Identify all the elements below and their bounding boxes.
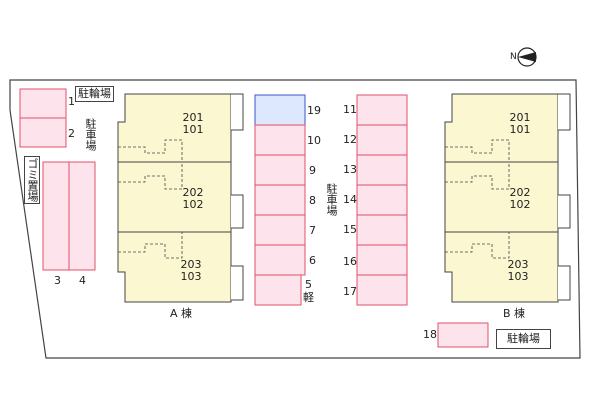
- space-label-16: 16: [343, 255, 357, 268]
- room-b-201: 201: [509, 111, 531, 124]
- space-label-13: 13: [343, 163, 357, 176]
- space-label-9: 9: [309, 164, 316, 177]
- room-a-203: 203: [180, 258, 202, 271]
- space-label-8: 8: [309, 194, 316, 207]
- room-b-103: 103: [507, 270, 529, 283]
- parking-space-17: [356, 274, 408, 306]
- parking-space-4: [68, 161, 96, 271]
- parking-space-12: [356, 124, 408, 156]
- bicycle-parking-label-right: 駐輪場: [496, 329, 551, 349]
- building-a: [117, 93, 244, 303]
- parking-space-8: [254, 184, 306, 216]
- car-parking-label-left: 駐車場: [84, 118, 97, 151]
- room-b-101: 101: [509, 123, 531, 136]
- parking-space-13: [356, 154, 408, 186]
- parking-space-5: [254, 274, 302, 306]
- light-car-label: 軽: [303, 291, 314, 304]
- parking-space-11: [356, 94, 408, 126]
- parking-space-3: [42, 161, 70, 271]
- parking-space-15: [356, 214, 408, 246]
- space-label-2: 2: [68, 127, 75, 140]
- parking-space-1: [19, 88, 67, 119]
- room-b-202: 202: [509, 186, 531, 199]
- parking-space-2: [19, 117, 67, 148]
- space-label-19: 19: [307, 104, 321, 117]
- room-a-103: 103: [180, 270, 202, 283]
- garbage-area-label: ゴミ置場: [24, 156, 40, 204]
- building-b-label: B 棟: [503, 307, 526, 320]
- north-label: N: [510, 52, 517, 62]
- room-a-201: 201: [182, 111, 204, 124]
- room-b-102: 102: [509, 198, 531, 211]
- parking-space-7: [254, 214, 306, 246]
- parking-space-14: [356, 184, 408, 216]
- parking-space-9: [254, 154, 306, 186]
- space-label-3: 3: [54, 274, 61, 287]
- bicycle-parking-label-left: 駐輪場: [75, 86, 114, 102]
- room-a-101: 101: [182, 123, 204, 136]
- space-label-10: 10: [307, 134, 321, 147]
- space-label-6: 6: [309, 254, 316, 267]
- space-label-17: 17: [343, 285, 357, 298]
- building-a-label: A 棟: [170, 307, 193, 320]
- room-b-203: 203: [507, 258, 529, 271]
- parking-space-16: [356, 244, 408, 276]
- room-a-102: 102: [182, 198, 204, 211]
- parking-space-6: [254, 244, 306, 276]
- car-parking-label-center: 駐車場: [325, 183, 338, 216]
- space-label-1: 1: [68, 95, 75, 108]
- space-label-11: 11: [343, 103, 357, 116]
- parking-space-19: [254, 94, 306, 126]
- parking-space-10: [254, 124, 306, 156]
- space-label-14: 14: [343, 193, 357, 206]
- space-label-18: 18: [423, 328, 437, 341]
- space-label-15: 15: [343, 223, 357, 236]
- space-label-12: 12: [343, 133, 357, 146]
- building-b: [444, 93, 571, 303]
- parking-space-18: [437, 322, 489, 348]
- space-label-5: 5: [305, 278, 312, 291]
- space-label-7: 7: [309, 224, 316, 237]
- north-arrow-icon: [517, 47, 537, 67]
- space-label-4: 4: [79, 274, 86, 287]
- room-a-202: 202: [182, 186, 204, 199]
